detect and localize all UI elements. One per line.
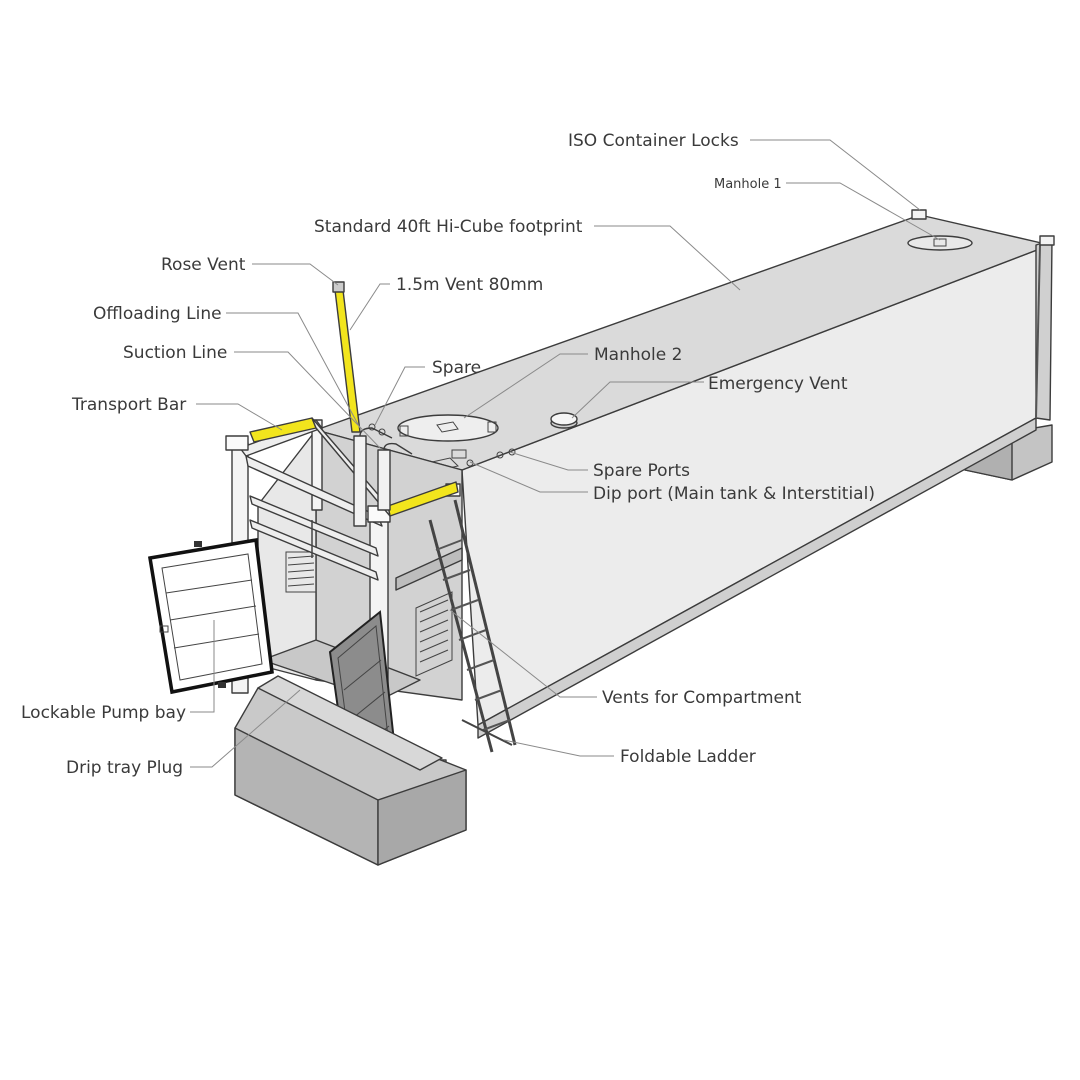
vent-pipe <box>332 281 361 433</box>
label-vent-pipe: 1.5m Vent 80mm <box>396 275 543 295</box>
emergency-vent <box>550 412 578 429</box>
manhole-1 <box>907 235 973 251</box>
label-spare-ports: Spare Ports <box>593 461 690 481</box>
label-manhole-1: Manhole 1 <box>714 177 782 192</box>
pipework <box>353 427 413 527</box>
front-plinth <box>234 675 467 866</box>
iso-container-locks <box>911 209 1055 246</box>
label-lockable-pump-bay: Lockable Pump bay <box>21 703 186 723</box>
side-vent-grille <box>415 591 453 677</box>
label-vents-for-compartment: Vents for Compartment <box>602 688 802 708</box>
label-drip-tray-plug: Drip tray Plug <box>66 758 183 778</box>
label-suction-line: Suction Line <box>123 343 227 363</box>
callout-labels: ISO Container Locks Manhole 1 Standard 4… <box>21 131 875 778</box>
foldable-ladder <box>428 499 517 753</box>
label-dip-port: Dip port (Main tank & Interstitial) <box>593 484 875 504</box>
tank-body <box>315 214 1053 739</box>
label-transport-bar: Transport Bar <box>71 395 186 415</box>
label-offloading-line: Offloading Line <box>93 304 222 324</box>
label-standard-footprint: Standard 40ft Hi-Cube footprint <box>314 217 583 237</box>
label-spare: Spare <box>432 358 481 378</box>
manhole-2 <box>397 414 499 442</box>
pump-bay-door-left <box>147 537 274 695</box>
label-iso-container-locks: ISO Container Locks <box>568 131 739 151</box>
label-rose-vent: Rose Vent <box>161 255 246 275</box>
top-ports <box>368 423 516 471</box>
label-emergency-vent: Emergency Vent <box>708 374 848 394</box>
label-manhole-2: Manhole 2 <box>594 345 682 365</box>
rear-vent-grille <box>285 551 317 593</box>
leader-lines <box>190 139 941 768</box>
label-foldable-ladder: Foldable Ladder <box>620 747 756 767</box>
